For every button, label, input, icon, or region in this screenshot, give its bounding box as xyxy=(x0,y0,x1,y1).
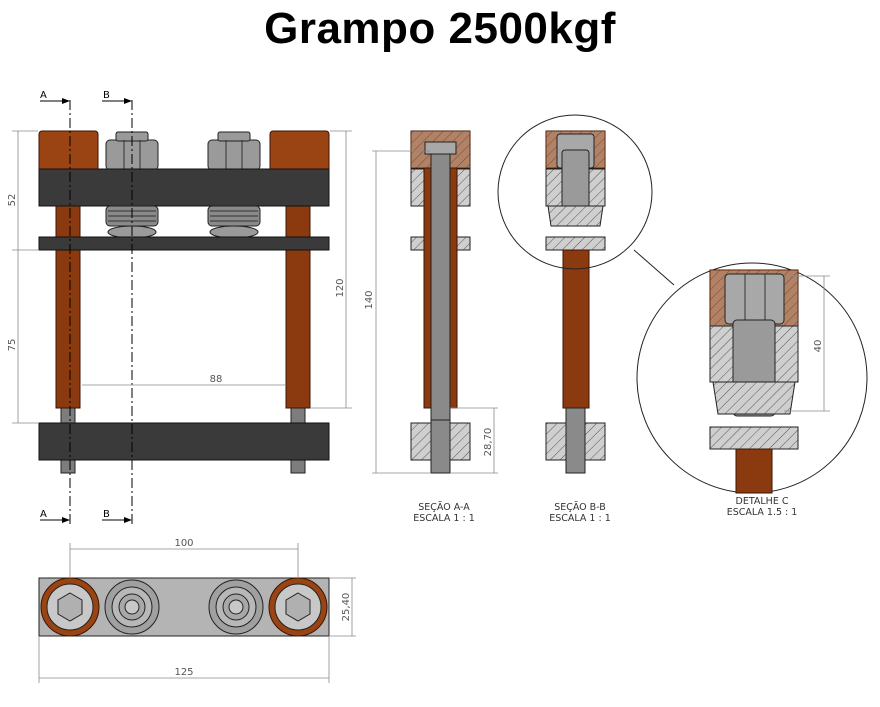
section-aa-scale: ESCALA 1 : 1 xyxy=(413,513,475,524)
section-marker-a-bottom: A xyxy=(40,509,47,520)
detail-c-middle-plate xyxy=(709,426,799,450)
dim-100: 100 xyxy=(174,538,193,549)
cap-left xyxy=(38,130,99,172)
section-marker-b-bottom: B xyxy=(103,509,110,520)
top-plate xyxy=(38,168,330,207)
section-marker-a-top: A xyxy=(40,90,47,101)
section-bb-view: SEÇÃO B-B ESCALA 1 : 1 xyxy=(497,114,653,524)
dim-40: 40 xyxy=(813,340,824,353)
dim-52: 52 xyxy=(7,194,18,207)
section-bb-middle-plate xyxy=(545,236,606,251)
bottom-plate xyxy=(38,422,330,461)
nut-right xyxy=(207,131,261,171)
spring-right xyxy=(207,205,261,239)
detail-leader-line xyxy=(633,249,675,286)
rod-right xyxy=(285,199,311,409)
dim-28-70: 28,70 xyxy=(483,428,494,457)
detail-c-view: 40 DETALHE C ESCALA 1.5 : 1 xyxy=(636,262,868,518)
top-view-rod-right xyxy=(268,577,328,637)
middle-plate xyxy=(38,236,330,251)
section-bb-caption: SEÇÃO B-B xyxy=(554,502,606,513)
drawing-title: Grampo 2500kgf xyxy=(264,4,616,53)
front-view: A B A B 52 75 88 120 xyxy=(7,90,352,525)
section-aa-view: 140 28,70 SEÇÃO A-A ESCALA 1 : 1 xyxy=(364,130,498,524)
dim-140: 140 xyxy=(364,290,375,309)
detail-c-caption: DETALHE C xyxy=(736,496,789,507)
section-bb-scale: ESCALA 1 : 1 xyxy=(549,513,611,524)
dim-125: 125 xyxy=(174,667,193,678)
section-aa-caption: SEÇÃO A-A xyxy=(418,502,470,513)
detail-c-scale: ESCALA 1.5 : 1 xyxy=(727,507,798,518)
detail-c-nut xyxy=(724,273,785,325)
detail-c-rod xyxy=(735,448,773,494)
dim-88: 88 xyxy=(210,374,223,385)
rod-left xyxy=(55,199,81,409)
top-view-rod-left xyxy=(40,577,100,637)
top-view-nut-left xyxy=(104,579,160,635)
dim-75: 75 xyxy=(7,339,18,352)
dim-120: 120 xyxy=(335,278,346,297)
top-view-nut-right xyxy=(208,579,264,635)
cap-right xyxy=(269,130,330,172)
section-marker-b-top: B xyxy=(103,90,110,101)
section-bb-rod xyxy=(562,249,590,409)
detail-c-circle xyxy=(497,114,653,270)
dim-25-40: 25,40 xyxy=(341,593,352,622)
top-view: 100 125 25,40 xyxy=(38,538,356,683)
